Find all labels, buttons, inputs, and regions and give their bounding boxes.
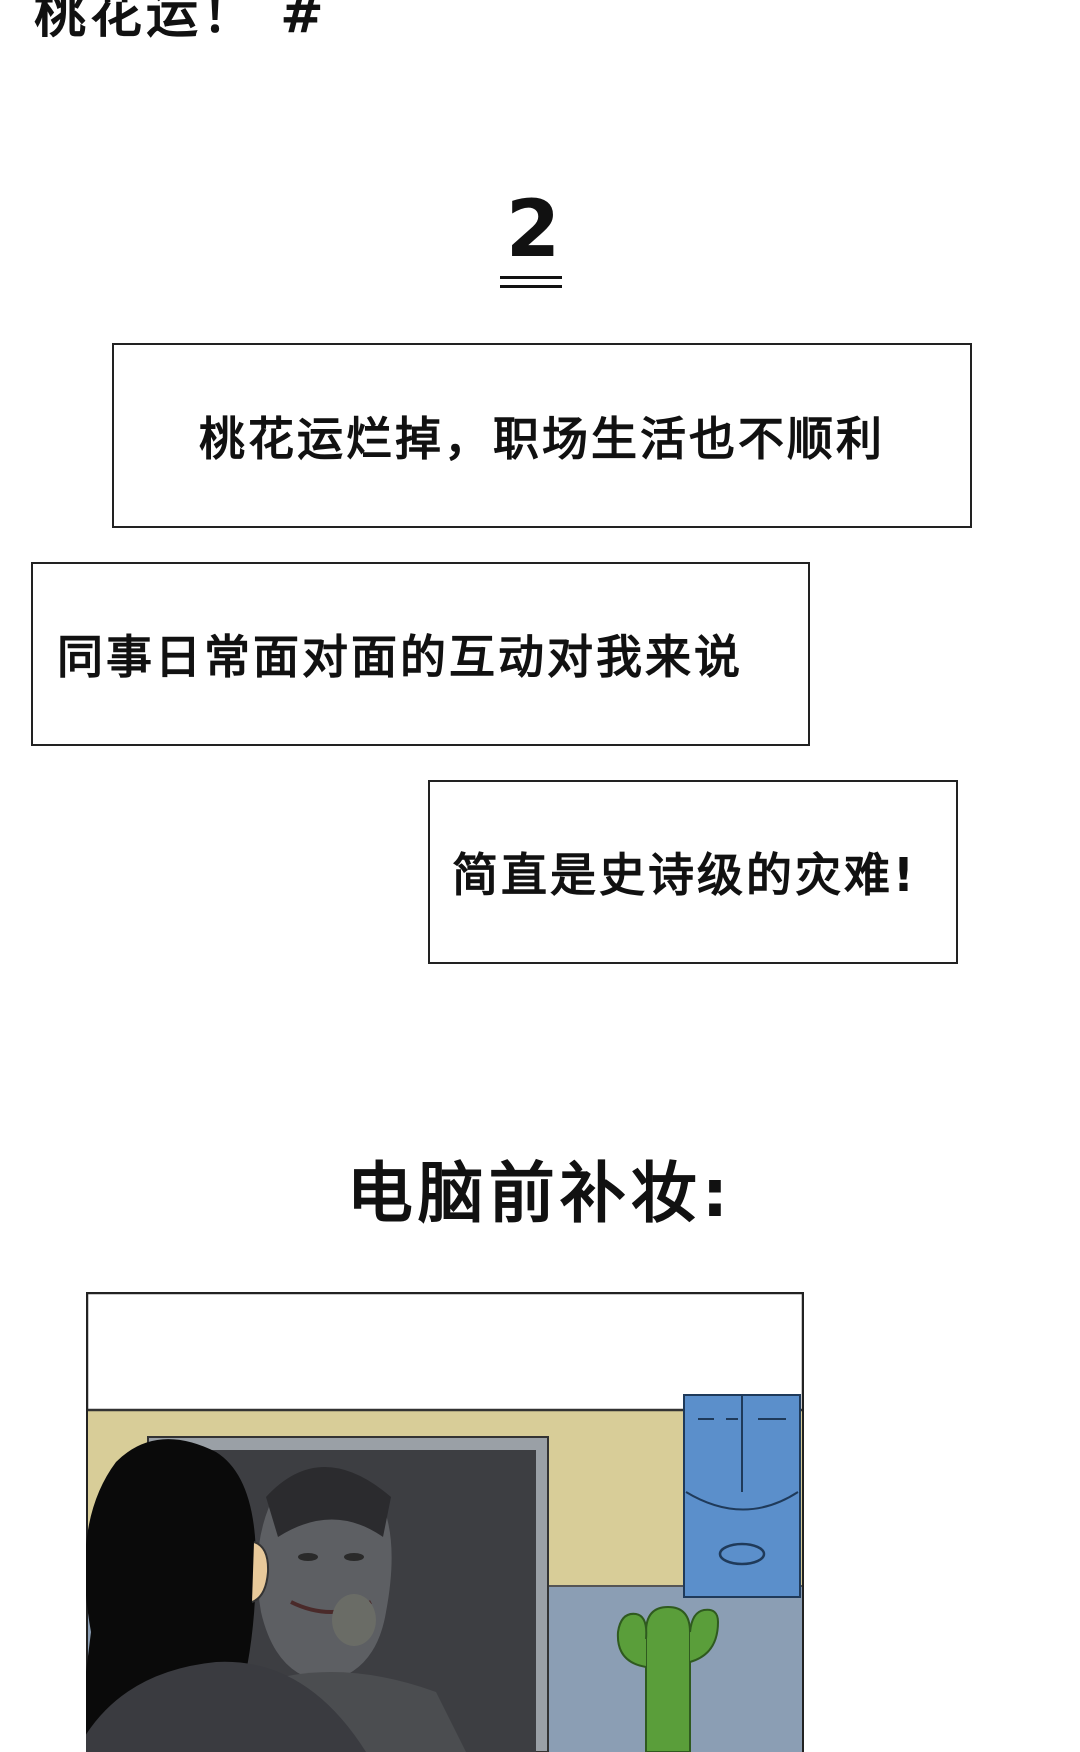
woman-shoulders: [86, 1661, 366, 1752]
number-underline-top: [500, 276, 562, 279]
reflection-hand: [332, 1594, 376, 1646]
comic-panel: [86, 1292, 804, 1752]
caption-text-3: 简直是史诗级的灾难!: [452, 848, 917, 902]
section-number: 2: [505, 185, 561, 275]
cactus: [645, 1605, 691, 1752]
woman-ear: [251, 1541, 270, 1603]
caption-text-1: 桃花运烂掉，职场生活也不顺利: [199, 411, 885, 466]
caption-box-1: 桃花运烂掉，职场生活也不顺利: [112, 343, 972, 528]
caption-box-2: 同事日常面对面的互动对我来说: [31, 562, 810, 746]
reflection-hair: [266, 1467, 391, 1537]
comic-illustration: [86, 1292, 804, 1752]
caption-text-2: 同事日常面对面的互动对我来说: [57, 630, 743, 684]
caption-box-3: 简直是史诗级的灾难!: [428, 780, 958, 964]
case-button: [718, 1542, 766, 1566]
section-heading: 电脑前补妆:: [346, 1155, 734, 1232]
number-underline-bottom: [500, 285, 562, 288]
top-title: 桃花运！ #: [34, 0, 328, 45]
